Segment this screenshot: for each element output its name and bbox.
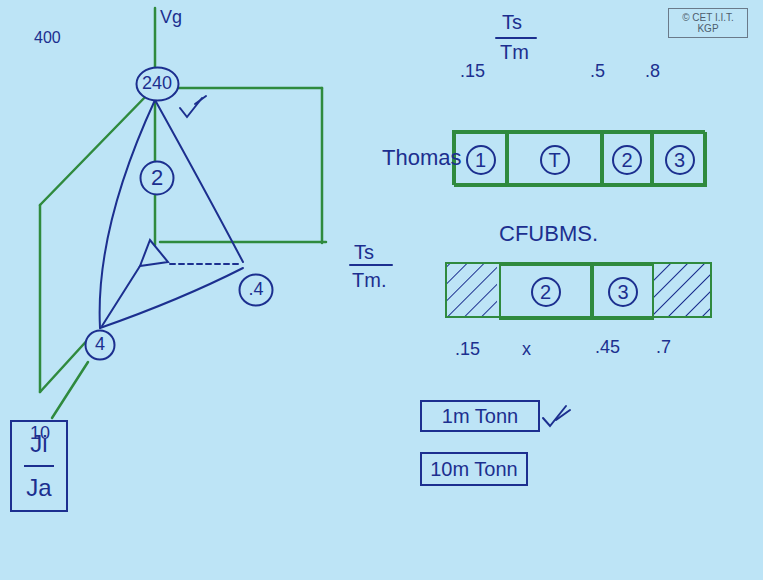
zone-number: 2 <box>612 145 642 175</box>
scale-value: x <box>522 340 531 358</box>
zone-number: 3 <box>608 277 638 307</box>
axis-label: Ts <box>354 242 374 262</box>
small-triangle <box>140 240 168 266</box>
callout-number: .4 <box>248 280 263 300</box>
scale-value: .8 <box>645 62 660 80</box>
zone-number: 2 <box>531 277 561 307</box>
scale-value: .15 <box>460 62 485 80</box>
curve <box>100 100 155 328</box>
range-bar: CFUBMS.23 <box>445 262 712 318</box>
bar-heading: CFUBMS. <box>499 222 598 246</box>
curve <box>102 266 140 326</box>
ratio-label: Ts <box>502 12 522 32</box>
ratio-label: Tm <box>500 42 529 62</box>
fraction-bar <box>496 37 536 39</box>
axis-label: Vg <box>160 8 182 26</box>
plane-edge <box>39 205 42 392</box>
watermark-text: © CET I.I.T. KGP <box>675 12 741 34</box>
axis-label: 10 <box>30 424 50 442</box>
label-box: 10m Tonn <box>420 452 528 486</box>
check-mark <box>195 96 206 104</box>
depth-axis <box>52 362 88 418</box>
axis-label: 400 <box>34 30 61 46</box>
horizontal-axis <box>160 241 326 244</box>
range-cell: 1 <box>454 132 507 187</box>
axis-label: Tm. <box>352 270 386 290</box>
hatched-cell <box>652 263 711 317</box>
zone-number: 1 <box>466 145 496 175</box>
hatched-cell <box>446 263 497 317</box>
circle-outline <box>240 275 273 306</box>
check-mark <box>556 410 570 420</box>
callout-number: 240 <box>142 74 172 94</box>
fraction-bar <box>350 264 392 266</box>
depth-axis <box>40 335 92 392</box>
callout-circle: 2 <box>139 160 175 196</box>
scale-value: .5 <box>590 62 605 80</box>
zone-number: 3 <box>665 145 695 175</box>
box-text: Ja <box>26 475 51 501</box>
range-cell: 3 <box>652 132 707 187</box>
circle-outline <box>136 68 178 101</box>
curve <box>100 268 243 328</box>
vertical-axis <box>154 8 157 245</box>
range-bar: Thomas1T23 <box>452 130 705 185</box>
zone-number: T <box>540 145 570 175</box>
circle-outline <box>86 331 115 360</box>
label-box: 1m Tonn <box>420 400 540 432</box>
dashed-line <box>170 263 238 265</box>
scale-value: .7 <box>656 338 671 356</box>
callout-circle: 240 <box>135 66 180 102</box>
callout-circle: 4 <box>84 329 116 361</box>
plane-edge <box>155 87 322 90</box>
box-text: 1m Tonn <box>442 405 518 427</box>
axes <box>40 8 326 418</box>
scale-value: .45 <box>595 338 620 356</box>
callout-number: 4 <box>95 335 105 355</box>
range-cell: 3 <box>592 264 654 320</box>
scale-value: .15 <box>455 340 480 358</box>
callout-circle: .4 <box>238 273 274 307</box>
range-cell: 2 <box>499 264 592 320</box>
plane-edge <box>321 88 324 243</box>
callout-number: 2 <box>151 166 163 190</box>
bar-heading: Thomas <box>382 146 461 170</box>
range-cell: 2 <box>602 132 652 187</box>
range-cell: T <box>507 132 602 187</box>
box-text: 10m Tonn <box>430 458 517 480</box>
watermark-box: © CET I.I.T. KGP <box>668 8 748 38</box>
circle-outline <box>141 162 174 195</box>
